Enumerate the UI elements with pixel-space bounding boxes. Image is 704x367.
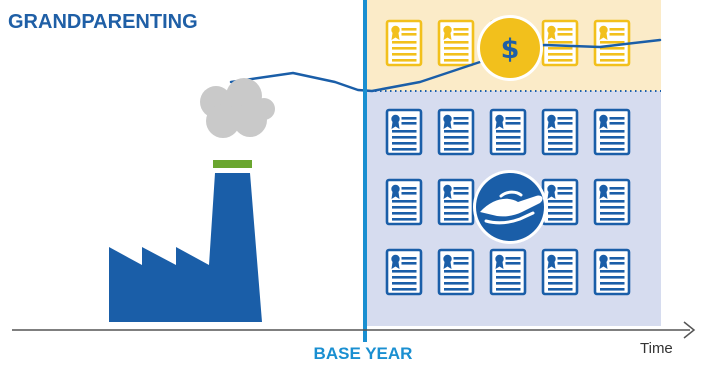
time-axis-arrow-icon [683,321,696,339]
blue-certificate-icon [385,108,423,156]
blue-certificate-icon [541,108,579,156]
gold-certificate-icon [437,19,475,67]
base-year-label: BASE YEAR [314,344,413,363]
factory-icon [109,173,262,322]
svg-text:$: $ [501,34,520,65]
giving-hand-icon [473,170,547,244]
chimney-band [213,160,252,168]
blue-certificate-icon [489,108,527,156]
blue-certificate-icon [541,248,579,296]
blue-certificate-icon [593,178,631,226]
emissions-line [229,38,662,93]
blue-certificate-icon [489,248,527,296]
gold-certificate-icon [541,19,579,67]
blue-certificate-icon [437,108,475,156]
smoke-cloud [200,78,275,138]
blue-certificate-icon [593,248,631,296]
blue-certificate-icon [385,248,423,296]
blue-certificate-icon [385,178,423,226]
blue-certificate-icon [593,108,631,156]
diagram-title: GRANDPARENTING [8,11,198,33]
time-axis-label: Time [640,340,673,357]
blue-certificate-icon [437,248,475,296]
gold-certificate-icon [385,19,423,67]
blue-certificate-icon [437,178,475,226]
blue-certificate-icon [541,178,579,226]
dollar-coin-icon: $ [477,15,543,81]
